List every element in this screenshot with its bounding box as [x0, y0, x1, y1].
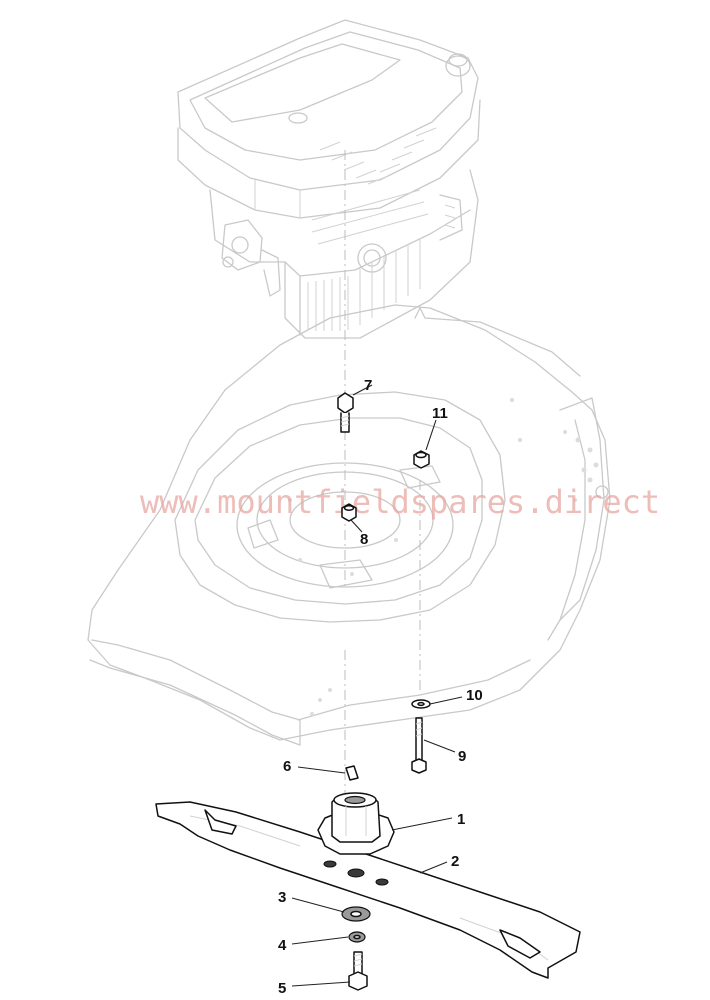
callout-11: 11 [432, 405, 448, 422]
callout-labels: 7 11 8 10 9 6 1 2 3 4 5 [278, 377, 483, 997]
watermark: www.mountfieldspares.direct [140, 483, 660, 521]
callout-4: 4 [278, 937, 287, 954]
long-bolt-part-9 [411, 717, 427, 774]
callout-7: 7 [364, 377, 372, 394]
nut-part-11 [413, 450, 430, 469]
blade-hub-part-1 [317, 792, 395, 855]
callout-9: 9 [458, 748, 466, 765]
nut-part-8 [341, 503, 357, 522]
washer-part-10 [411, 699, 431, 709]
mower-deck-outline [87, 304, 611, 746]
callout-10: 10 [466, 687, 483, 704]
blade-part-2 [155, 801, 581, 979]
bolt-part-5 [348, 951, 368, 991]
callout-5: 5 [278, 980, 286, 997]
engine-outline [177, 19, 481, 339]
callout-3: 3 [278, 889, 286, 906]
key-part-6 [345, 765, 359, 781]
callout-1: 1 [457, 811, 465, 828]
leader-lines [291, 384, 463, 987]
washer-part-4 [348, 931, 366, 943]
washer-part-3 [341, 906, 371, 922]
callout-6: 6 [283, 758, 291, 775]
callout-8: 8 [360, 531, 368, 548]
bolt-part-7 [337, 392, 354, 433]
callout-2: 2 [451, 853, 459, 870]
